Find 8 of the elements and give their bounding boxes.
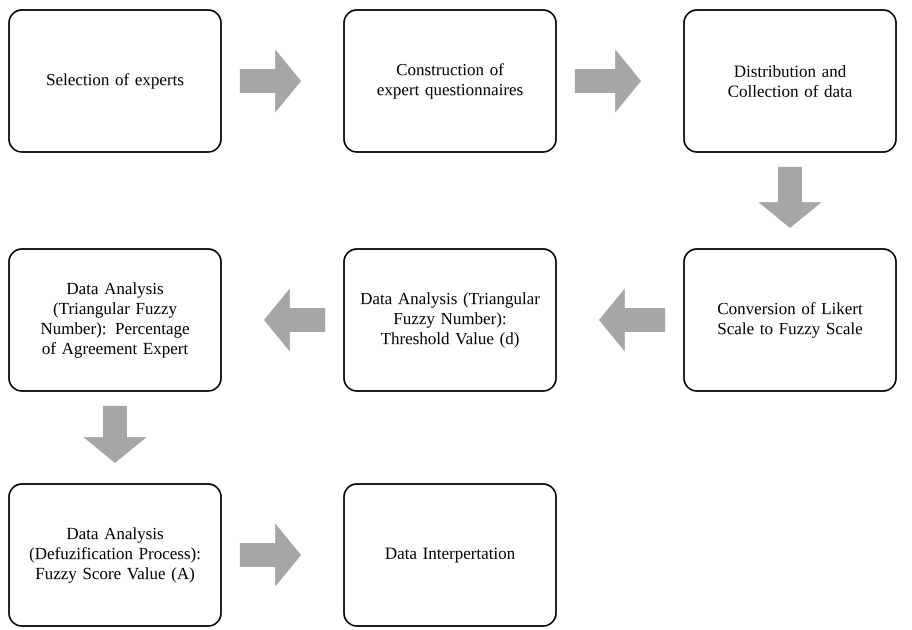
process-box: Data Analysis (Triangular Fuzzy Number): Threshold Value (d)	[343, 248, 557, 392]
process-box: Construction of expert questionnaires	[343, 9, 557, 153]
process-box: Distribution and Collection of data	[683, 9, 897, 153]
process-box: Selection of experts	[8, 9, 222, 153]
process-box: Conversion of Likert Scale to Fuzzy Scale	[683, 248, 897, 392]
process-box: Data Interpertation	[343, 483, 557, 627]
process-box: Data Analysis (Triangular Fuzzy Number): Percentage of Agreement Expert	[8, 248, 222, 392]
process-box: Data Analysis (Defuzification Process): Fuzzy Score Value (A)	[8, 483, 222, 627]
